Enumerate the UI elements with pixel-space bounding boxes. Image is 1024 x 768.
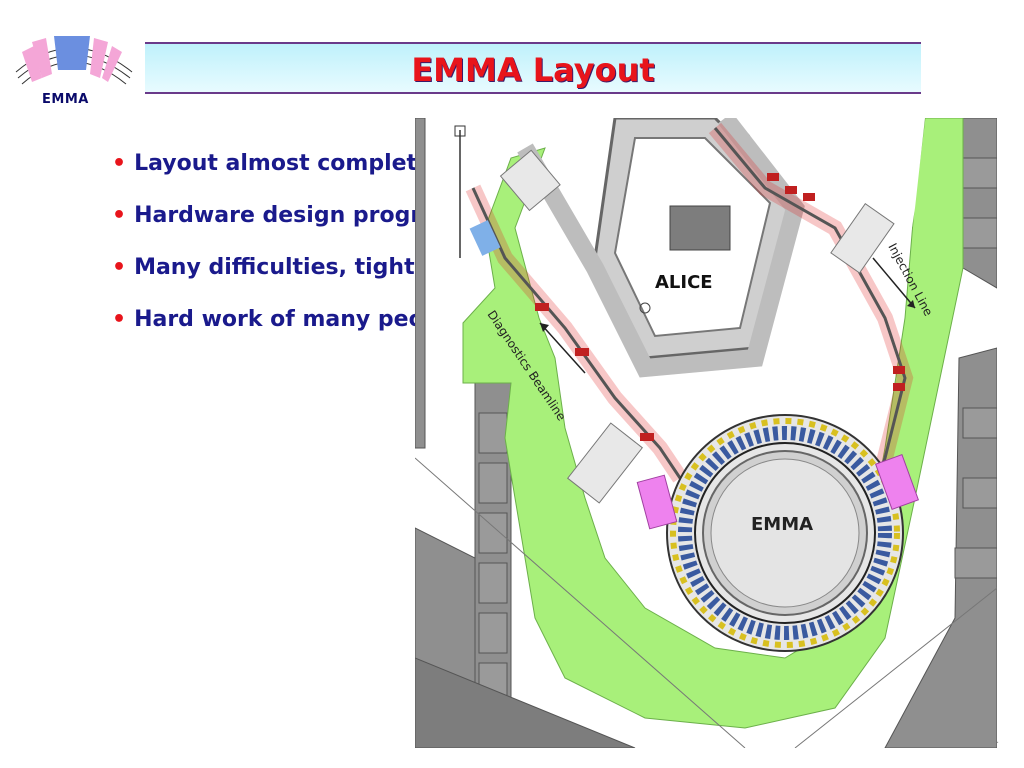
- diagnostics-beamline: [465, 184, 687, 483]
- emma-logo: [8, 30, 136, 110]
- bullet-text: Hard work of many people: [134, 307, 422, 332]
- bullet-text: Layout almost complete: [134, 151, 422, 176]
- bullet-text: Many difficulties, tight space: [134, 255, 422, 280]
- pink-block: [874, 454, 920, 510]
- bullet-dot: •: [112, 151, 127, 176]
- bullet-dot: •: [112, 255, 127, 280]
- emma-ring: EMMA: [666, 414, 904, 652]
- alice-label: ALICE: [655, 272, 713, 293]
- bullet-item: • Layout almost complete: [112, 145, 422, 197]
- bullet-item: • Hardware design progressing: [112, 197, 422, 249]
- bullet-item: • Hard work of many people: [112, 301, 422, 353]
- building-walls: [414, 117, 998, 749]
- alice-hall: ALICE: [593, 116, 797, 360]
- slide-title: EMMA Layout: [411, 51, 655, 89]
- emma-layout-map: ALICE: [414, 112, 998, 749]
- bullet-text: Hardware design progressing: [134, 203, 422, 228]
- bullet-dot: •: [112, 203, 127, 228]
- logo-text: EMMA: [42, 92, 89, 107]
- injection-line: [708, 122, 914, 501]
- title-bar: EMMA Layout: [145, 42, 921, 94]
- bullet-item: • Many difficulties, tight space: [112, 249, 422, 301]
- pink-block: [636, 474, 678, 530]
- bullet-dot: •: [112, 307, 127, 332]
- hatched-blocks: [499, 149, 895, 504]
- corner-mark: ·: [996, 738, 1000, 749]
- bullet-list: • Layout almost complete • Hardware design…: [112, 145, 422, 353]
- emma-label: EMMA: [751, 514, 813, 535]
